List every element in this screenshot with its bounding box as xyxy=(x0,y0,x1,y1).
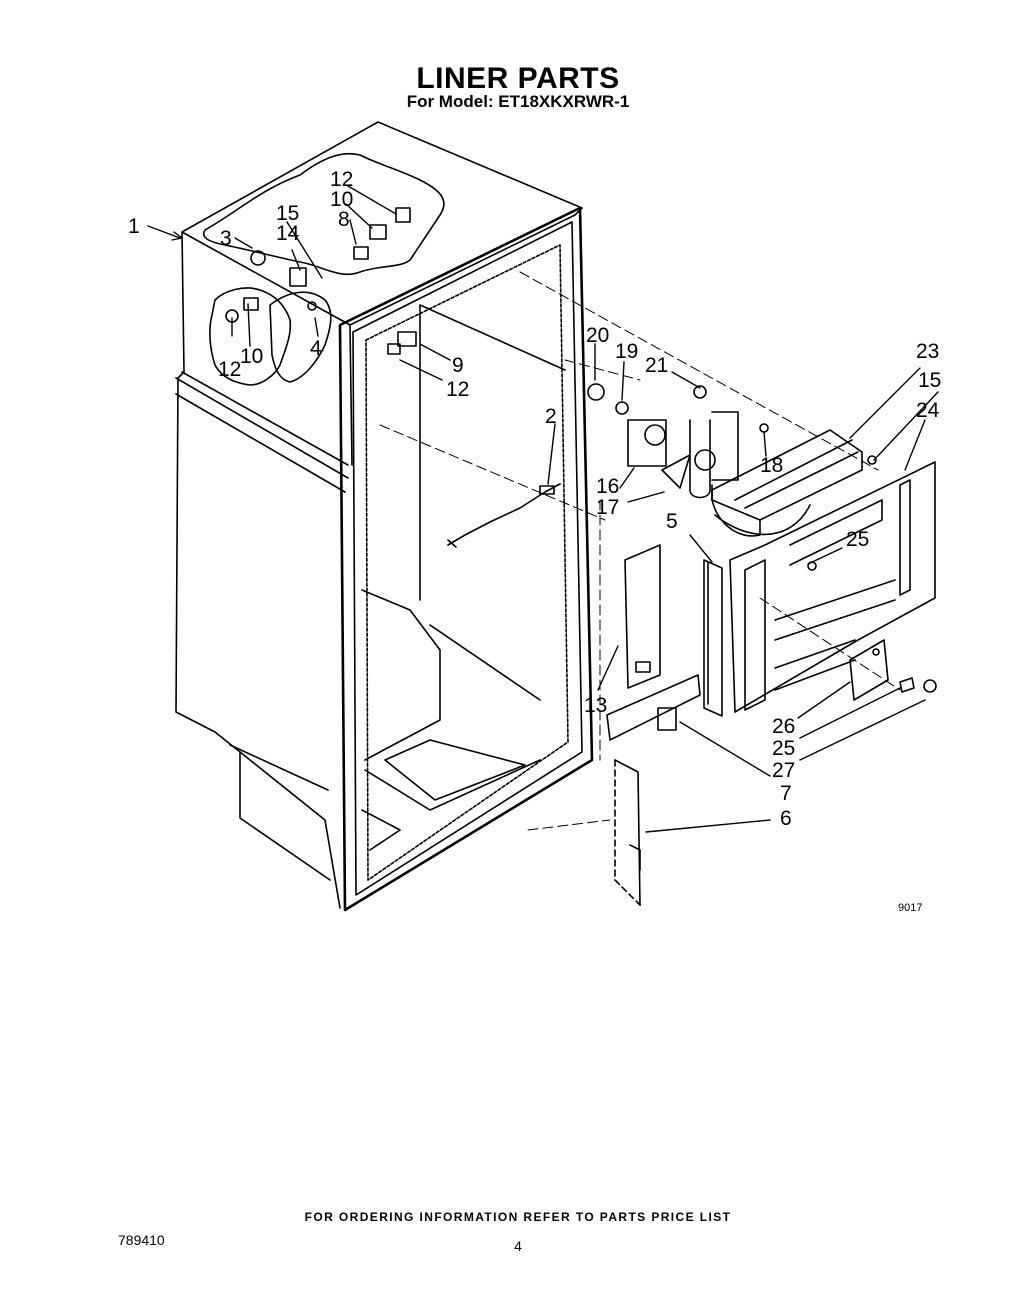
callout-label: 8 xyxy=(338,208,350,231)
rear-panel xyxy=(729,461,936,713)
model-subtitle: For Model: ET18XKXRWR-1 xyxy=(406,92,630,111)
liner-interior xyxy=(361,304,566,851)
document-number: 789410 xyxy=(118,1232,165,1248)
fan-motor-assembly xyxy=(587,383,769,499)
callout-label: 20 xyxy=(586,324,609,347)
control-parts xyxy=(225,207,417,355)
lower-cover xyxy=(614,759,641,906)
liner-front-flange xyxy=(338,206,594,912)
callout-label: 16 xyxy=(596,475,619,498)
callout-label: 5 xyxy=(666,510,678,533)
callout-label: 1 xyxy=(128,215,140,238)
callout-label: 4 xyxy=(310,337,322,360)
mounting-bracket xyxy=(849,639,937,701)
callout-label: 14 xyxy=(276,222,300,245)
callout-label: 27 xyxy=(772,759,795,782)
callout-label: 12 xyxy=(330,168,353,191)
callout-arrows xyxy=(147,185,939,833)
callout-label: 2 xyxy=(545,405,557,428)
callout-label: 24 xyxy=(916,399,940,422)
callout-label: 17 xyxy=(596,496,619,519)
callout-label: 26 xyxy=(772,715,795,738)
callout-label: 6 xyxy=(780,807,792,830)
liner-shell xyxy=(175,121,583,909)
page-title: LINER PARTS xyxy=(416,62,620,95)
callout-label: 13 xyxy=(584,694,607,717)
callout-label: 3 xyxy=(220,227,232,250)
figure-number: 9017 xyxy=(898,902,922,914)
callout-label: 10 xyxy=(330,188,353,211)
page-number: 4 xyxy=(514,1238,522,1254)
assembly-leader-lines xyxy=(379,271,901,831)
callout-label: 15 xyxy=(918,369,941,392)
callout-label: 12 xyxy=(218,358,241,381)
exploded-parts-diagram: 1 3 15 14 12 10 8 12 10 4 9 12 20 19 21 … xyxy=(128,121,941,914)
callout-label: 10 xyxy=(240,345,263,368)
callout-label: 7 xyxy=(780,782,792,805)
callout-label: 15 xyxy=(276,202,299,225)
liner-cutaway xyxy=(203,152,445,386)
callout-label: 19 xyxy=(615,340,638,363)
wire-harness xyxy=(447,483,561,548)
callout-label: 25 xyxy=(772,737,795,760)
side-panel xyxy=(703,559,723,717)
air-duct xyxy=(624,544,661,689)
baffle xyxy=(606,674,701,741)
callout-label: 12 xyxy=(446,378,469,401)
callout-numbers: 1 3 15 14 12 10 8 12 10 4 9 12 20 19 21 … xyxy=(128,168,941,914)
evaporator-cover xyxy=(711,429,877,537)
callout-label: 9 xyxy=(452,354,464,377)
callout-label: 23 xyxy=(916,340,939,363)
callout-label: 18 xyxy=(760,454,783,477)
ordering-note: FOR ORDERING INFORMATION REFER TO PARTS … xyxy=(304,1210,732,1224)
callout-label: 21 xyxy=(645,354,668,377)
callout-label: 25 xyxy=(846,528,869,551)
